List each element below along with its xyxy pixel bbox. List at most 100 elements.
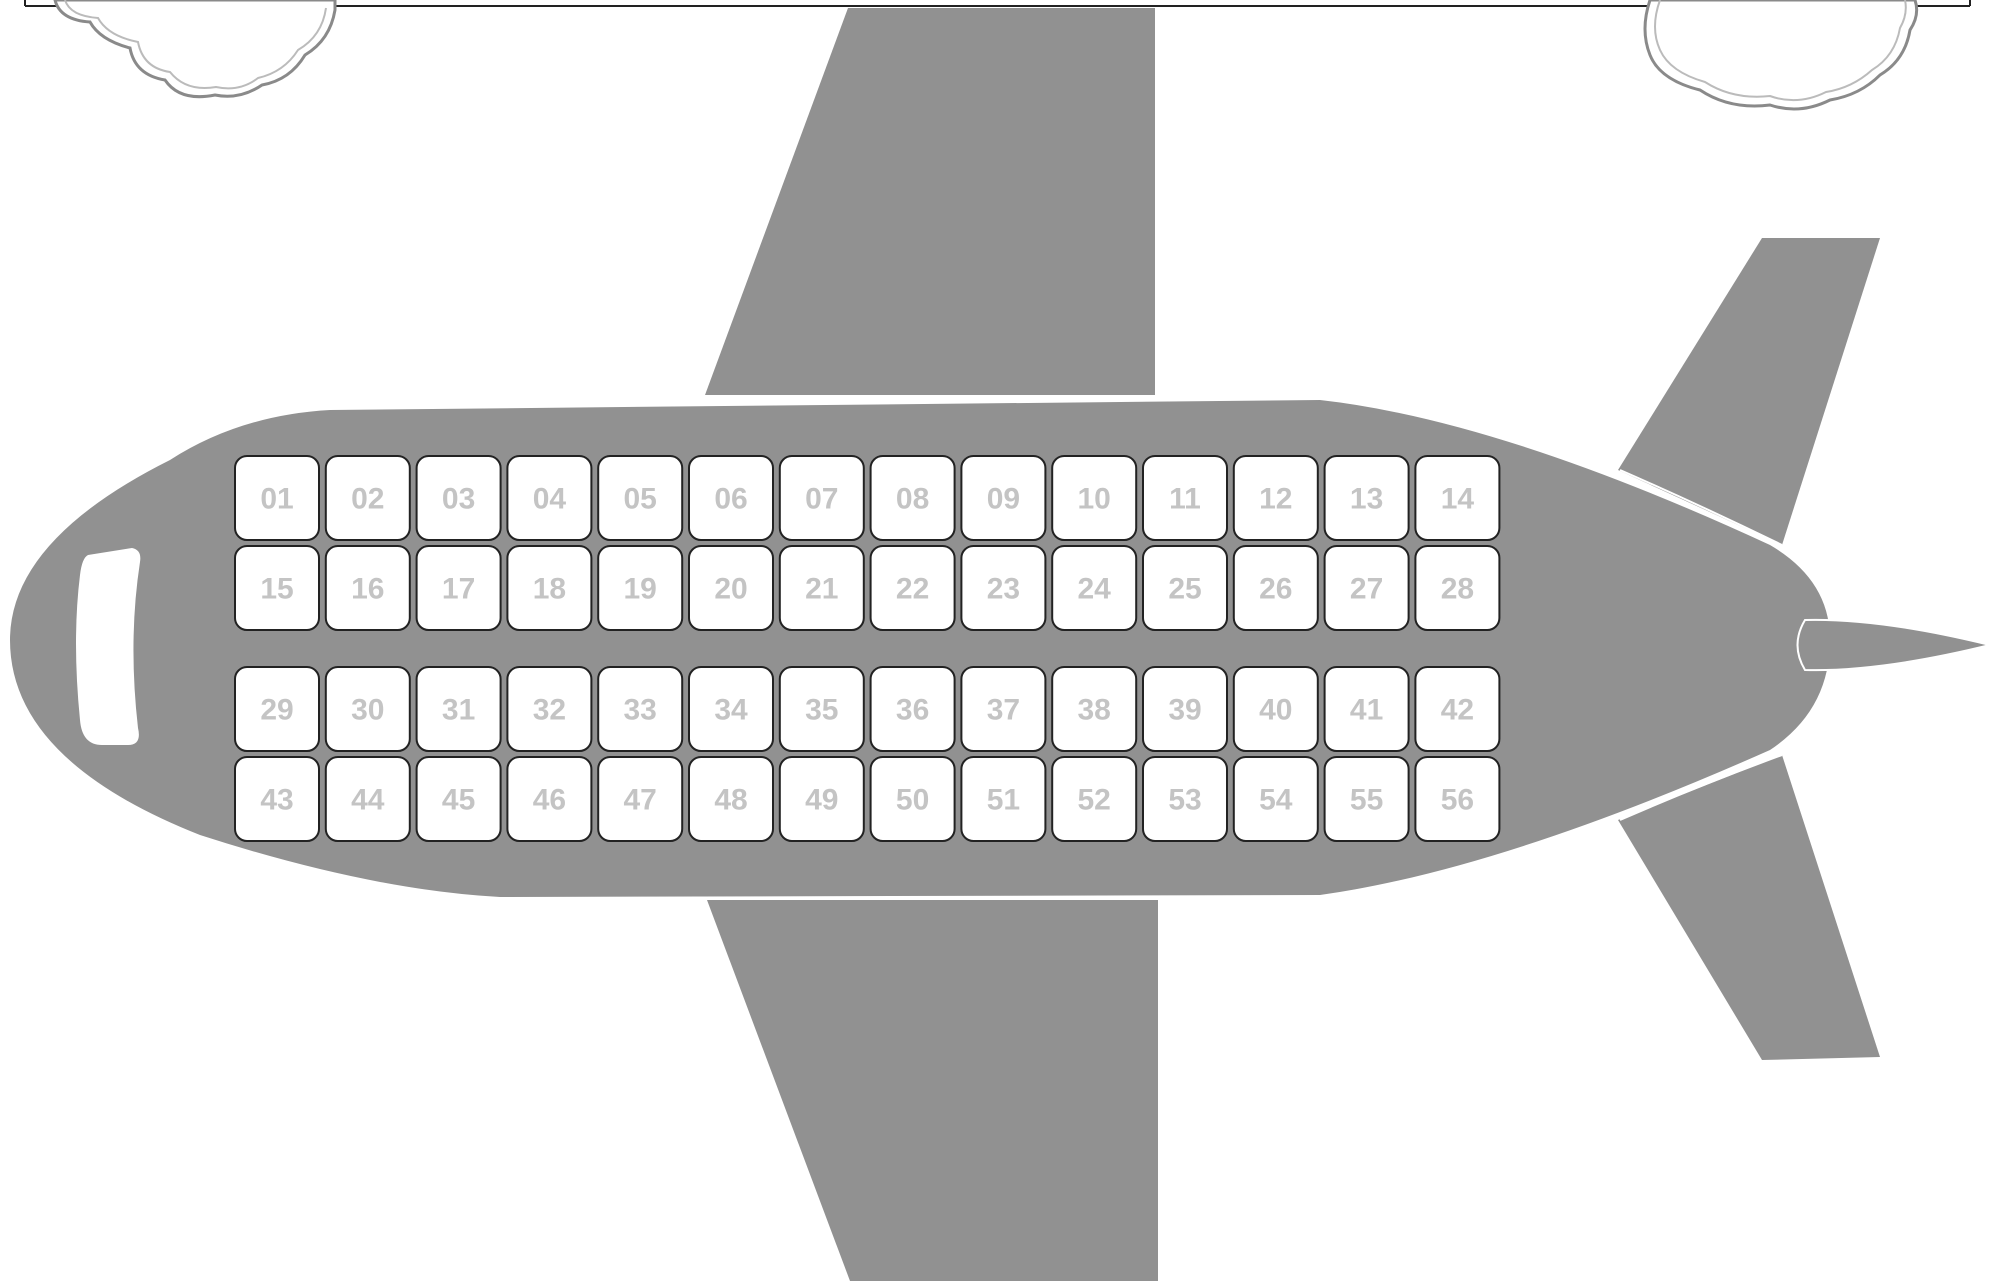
seat-number: 28 [1441, 573, 1474, 606]
seat-23[interactable]: 23 [961, 546, 1045, 630]
cloud-top-right [1645, 0, 1917, 109]
seat-number: 49 [805, 784, 838, 817]
seat-number: 43 [260, 784, 293, 817]
seat-05[interactable]: 05 [598, 456, 682, 540]
seat-46[interactable]: 46 [507, 757, 591, 841]
seat-48[interactable]: 48 [689, 757, 773, 841]
seat-10[interactable]: 10 [1052, 456, 1136, 540]
lower-wing [707, 900, 1158, 1281]
seat-35[interactable]: 35 [780, 667, 864, 751]
seat-11[interactable]: 11 [1143, 456, 1227, 540]
seat-47[interactable]: 47 [598, 757, 682, 841]
seat-03[interactable]: 03 [417, 456, 501, 540]
seat-number: 40 [1259, 694, 1292, 727]
seat-number: 07 [805, 483, 838, 516]
seat-17[interactable]: 17 [417, 546, 501, 630]
seat-39[interactable]: 39 [1143, 667, 1227, 751]
seat-41[interactable]: 41 [1325, 667, 1409, 751]
seat-25[interactable]: 25 [1143, 546, 1227, 630]
seat-30[interactable]: 30 [326, 667, 410, 751]
seat-number: 23 [987, 573, 1020, 606]
seat-number: 52 [1078, 784, 1111, 817]
seat-29[interactable]: 29 [235, 667, 319, 751]
seat-number: 05 [624, 483, 657, 516]
seat-49[interactable]: 49 [780, 757, 864, 841]
upper-wing [705, 8, 1155, 395]
seat-36[interactable]: 36 [871, 667, 955, 751]
seat-51[interactable]: 51 [961, 757, 1045, 841]
seat-37[interactable]: 37 [961, 667, 1045, 751]
seat-04[interactable]: 04 [507, 456, 591, 540]
seat-43[interactable]: 43 [235, 757, 319, 841]
seat-number: 53 [1168, 784, 1201, 817]
seat-number: 30 [351, 694, 384, 727]
seat-50[interactable]: 50 [871, 757, 955, 841]
seat-55[interactable]: 55 [1325, 757, 1409, 841]
seat-number: 37 [987, 694, 1020, 727]
seat-number: 15 [260, 573, 293, 606]
seat-number: 54 [1259, 784, 1293, 817]
seat-08[interactable]: 08 [871, 456, 955, 540]
seat-number: 44 [351, 784, 385, 817]
seat-number: 08 [896, 483, 929, 516]
seat-45[interactable]: 45 [417, 757, 501, 841]
seat-33[interactable]: 33 [598, 667, 682, 751]
seat-14[interactable]: 14 [1415, 456, 1499, 540]
seat-18[interactable]: 18 [507, 546, 591, 630]
seat-number: 09 [987, 483, 1020, 516]
seat-26[interactable]: 26 [1234, 546, 1318, 630]
seat-52[interactable]: 52 [1052, 757, 1136, 841]
seat-27[interactable]: 27 [1325, 546, 1409, 630]
seat-number: 16 [351, 573, 384, 606]
seat-28[interactable]: 28 [1415, 546, 1499, 630]
seat-12[interactable]: 12 [1234, 456, 1318, 540]
seat-number: 29 [260, 694, 293, 727]
seat-22[interactable]: 22 [871, 546, 955, 630]
seat-13[interactable]: 13 [1325, 456, 1409, 540]
seat-number: 14 [1441, 483, 1475, 516]
seat-number: 10 [1078, 483, 1111, 516]
lower-tail-fin [1618, 755, 1880, 1060]
seat-number: 04 [533, 483, 567, 516]
seat-02[interactable]: 02 [326, 456, 410, 540]
seat-01[interactable]: 01 [235, 456, 319, 540]
seat-38[interactable]: 38 [1052, 667, 1136, 751]
seat-number: 17 [442, 573, 475, 606]
seat-32[interactable]: 32 [507, 667, 591, 751]
seat-number: 20 [714, 573, 747, 606]
seat-number: 42 [1441, 694, 1474, 727]
seat-16[interactable]: 16 [326, 546, 410, 630]
seat-number: 19 [624, 573, 657, 606]
seat-number: 25 [1168, 573, 1201, 606]
seat-19[interactable]: 19 [598, 546, 682, 630]
seat-number: 51 [987, 784, 1020, 817]
seat-15[interactable]: 15 [235, 546, 319, 630]
seat-number: 31 [442, 694, 475, 727]
seat-56[interactable]: 56 [1415, 757, 1499, 841]
seat-number: 45 [442, 784, 475, 817]
seat-number: 06 [714, 483, 747, 516]
seat-number: 36 [896, 694, 929, 727]
seat-44[interactable]: 44 [326, 757, 410, 841]
seat-20[interactable]: 20 [689, 546, 773, 630]
seat-number: 47 [624, 784, 657, 817]
seat-number: 35 [805, 694, 838, 727]
seat-21[interactable]: 21 [780, 546, 864, 630]
seat-53[interactable]: 53 [1143, 757, 1227, 841]
seat-40[interactable]: 40 [1234, 667, 1318, 751]
seat-number: 01 [260, 483, 293, 516]
seat-09[interactable]: 09 [961, 456, 1045, 540]
seat-number: 27 [1350, 573, 1383, 606]
seat-31[interactable]: 31 [417, 667, 501, 751]
seat-number: 26 [1259, 573, 1292, 606]
seat-54[interactable]: 54 [1234, 757, 1318, 841]
seat-number: 48 [714, 784, 747, 817]
seat-34[interactable]: 34 [689, 667, 773, 751]
seat-number: 50 [896, 784, 929, 817]
seat-42[interactable]: 42 [1415, 667, 1499, 751]
seat-number: 32 [533, 694, 566, 727]
seat-07[interactable]: 07 [780, 456, 864, 540]
seat-06[interactable]: 06 [689, 456, 773, 540]
seat-24[interactable]: 24 [1052, 546, 1136, 630]
